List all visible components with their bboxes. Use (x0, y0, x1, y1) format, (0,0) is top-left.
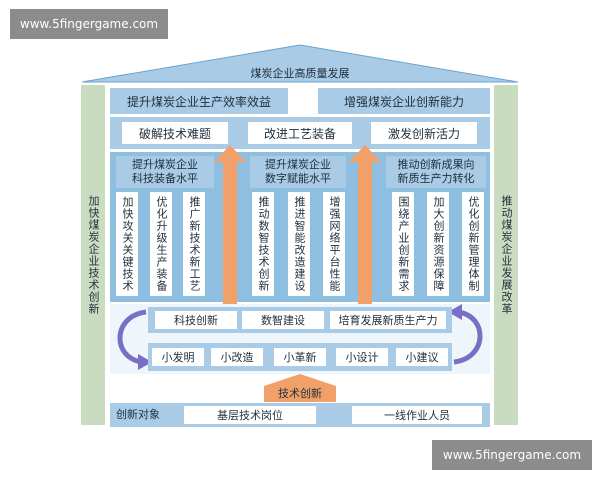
column-upgrade-equipment: 优化升级生产装备 (150, 192, 172, 296)
base-label: 创新对象 (116, 408, 160, 421)
column-smart-retrofit: 推进智能改造建设 (288, 192, 310, 296)
column-promote-tech: 推广新技术新工艺 (183, 192, 205, 296)
action-solve-problems: 破解技术难题 (122, 122, 228, 144)
action-improve-equipment: 改进工艺装备 (248, 122, 352, 144)
small-modification: 小改造 (211, 348, 263, 366)
column-network-platform: 增强网络平台性能 (323, 192, 345, 296)
column-key-tech: 加快攻关关键技术 (116, 192, 138, 296)
column-industry-demand: 围绕产业创新需求 (392, 192, 414, 296)
column-digital-tech: 推动数智技术创新 (252, 192, 274, 296)
small-innovation: 小革新 (274, 348, 326, 366)
base-frontline-workers: 一线作业人员 (352, 406, 482, 424)
action-stimulate-vitality: 激发创新活力 (371, 122, 477, 144)
roof-title: 煤炭企业高质量发展 (250, 67, 350, 80)
cycle-digital-construction: 数智建设 (242, 311, 324, 329)
foundation-label: 技术创新 (278, 387, 322, 400)
goal-efficiency: 提升煤炭企业生产效率效益 (110, 88, 288, 114)
small-design: 小设计 (336, 348, 388, 366)
goal-innovation: 增强煤炭企业创新能力 (318, 88, 490, 114)
column-management-system: 优化创新管理体制 (462, 192, 484, 296)
column-resource-guarantee: 加大创新资源保障 (427, 192, 449, 296)
cycle-new-productivity: 培育发展新质生产力 (330, 311, 446, 329)
small-invention: 小发明 (152, 348, 204, 366)
cycle-tech-innovation: 科技创新 (155, 311, 237, 329)
right-pillar: 推动煤炭企业发展改革 (494, 85, 518, 425)
small-suggestion: 小建议 (396, 348, 448, 366)
left-pillar: 加快煤炭企业技术创新 (81, 85, 105, 425)
header-productivity: 推动创新成果向 新质生产力转化 (386, 156, 486, 188)
base-grassroots-posts: 基层技术岗位 (184, 406, 316, 424)
header-equipment-level: 提升煤炭企业 科技装备水平 (116, 156, 214, 188)
header-digital-level: 提升煤炭企业 数字赋能水平 (250, 156, 346, 188)
watermark-bottom: www.5fingergame.com (432, 440, 592, 470)
watermark-top: www.5fingergame.com (10, 9, 168, 39)
